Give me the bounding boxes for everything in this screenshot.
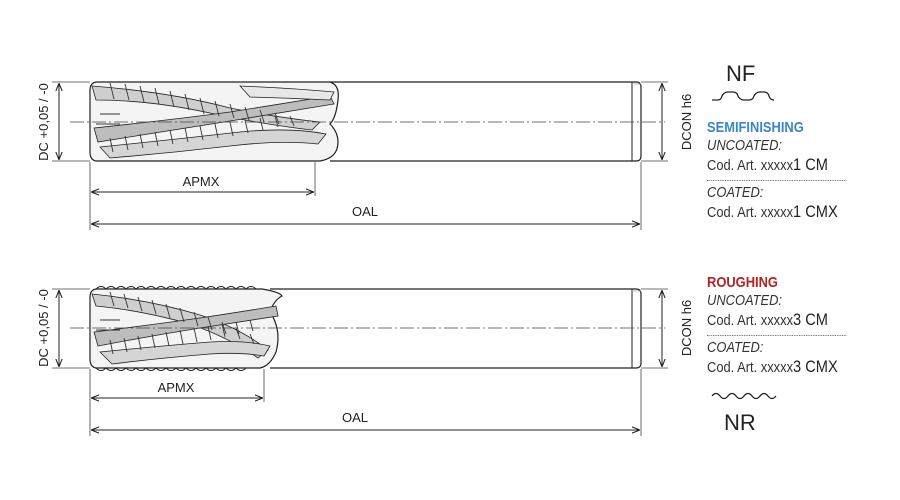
nf-profile-icon — [712, 91, 775, 101]
roughing-uncoated-code-suffix: 3 CM — [793, 310, 828, 329]
tool-1-dcon-label: DCON h6 — [679, 94, 694, 150]
tool-1-apmx-label: APMX — [183, 174, 220, 189]
tool-2-dcon-dimension: DCON h6 — [641, 288, 694, 369]
semifinishing-coated-code-suffix: 1 CMX — [793, 202, 838, 221]
semifinishing-coated-code: Cod. Art. xxxxx1 CMX — [707, 202, 846, 223]
roughing-uncoated-code-prefix: Cod. Art. xxxxx — [707, 312, 794, 329]
semifinishing-coated-code-prefix: Cod. Art. xxxxx — [707, 204, 794, 221]
tool-2-dc-label: DC +0,05 / -0 — [36, 289, 51, 367]
semifinishing-uncoated-label: UNCOATED: — [707, 137, 783, 154]
tool-2-dcon-label: DCON h6 — [679, 300, 694, 356]
semifinishing-uncoated-code: Cod. Art. xxxxx1 CM — [707, 155, 847, 181]
semifinishing-uncoated-code-prefix: Cod. Art. xxxxx — [707, 157, 794, 174]
tool-1-body — [89, 81, 642, 162]
semifinishing-heading: SEMIFINISHING — [707, 119, 804, 136]
tool-2-dc-dimension: DC +0,05 / -0 — [36, 288, 90, 369]
tool-1-dc-dimension: DC +0,05 / -0 — [36, 81, 90, 162]
roughing-panel: ROUGHING UNCOATED: Cod. Art. xxxxx3 CM C… — [707, 274, 847, 378]
tool-1-oal-dimension: OAL — [92, 162, 642, 230]
roughing-uncoated-code: Cod. Art. xxxxx3 CM — [707, 310, 847, 336]
tool-2-body — [89, 286, 642, 371]
tool-2-oal-dimension: OAL — [92, 369, 642, 436]
roughing-coated-code-suffix: 3 CMX — [793, 357, 838, 376]
nr-profile-label: NR — [724, 410, 756, 435]
roughing-uncoated-label: UNCOATED: — [707, 292, 783, 309]
nf-profile-label: NF — [726, 61, 756, 86]
tool-2-roughing: DC +0,05 / -0 DCON h6 APMX OAL — [36, 286, 694, 436]
roughing-heading: ROUGHING — [707, 274, 778, 291]
tool-1-dc-label: DC +0,05 / -0 — [36, 83, 51, 161]
tool-1-dcon-dimension: DCON h6 — [641, 81, 694, 162]
tool-1-apmx-dimension: APMX — [89, 162, 316, 230]
tool-2-apmx-dimension: APMX — [89, 369, 265, 436]
semifinishing-coated-label: COATED: — [707, 184, 764, 201]
roughing-coated-code-prefix: Cod. Art. xxxxx — [707, 359, 794, 376]
roughing-coated-code: Cod. Art. xxxxx3 CMX — [707, 357, 846, 378]
semifinishing-panel: SEMIFINISHING UNCOATED: Cod. Art. xxxxx1… — [707, 119, 847, 223]
roughing-coated-label: COATED: — [707, 339, 764, 356]
tool-2-apmx-label: APMX — [158, 380, 195, 395]
semifinishing-uncoated-code-suffix: 1 CM — [793, 155, 828, 174]
tool-2-oal-label: OAL — [342, 410, 368, 425]
tool-1-oal-label: OAL — [352, 204, 378, 219]
nr-profile-icon — [711, 392, 777, 400]
tool-1-semifinishing: DC +0,05 / -0 DCON h6 APMX OAL — [36, 81, 694, 230]
